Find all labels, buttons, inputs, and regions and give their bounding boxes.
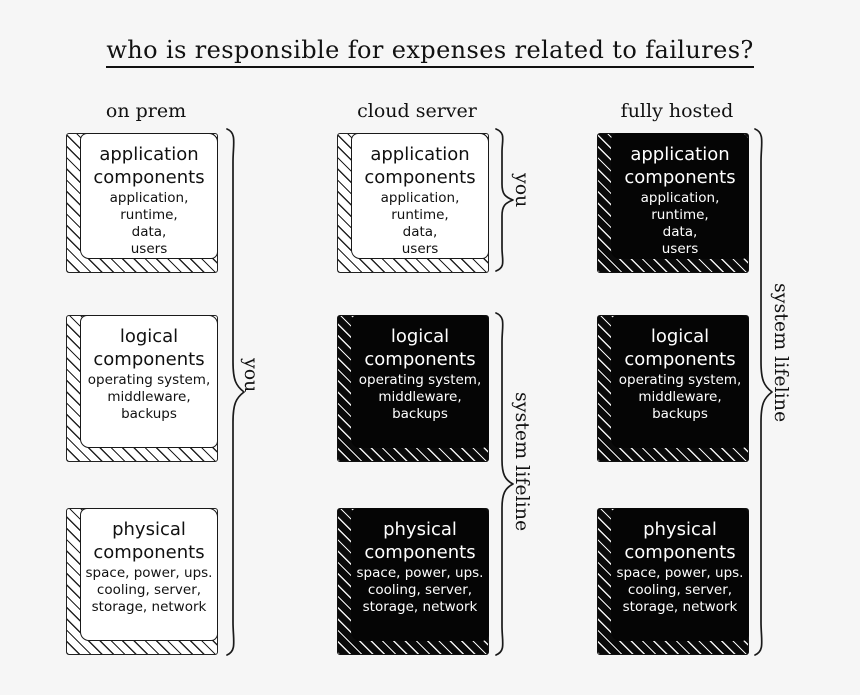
box-title-line2: components <box>93 167 205 188</box>
box-title-line1: logical <box>650 326 710 347</box>
label-on-prem-you: you <box>240 358 262 393</box>
brace-cloud-server-system-lifeline <box>489 310 517 658</box>
box-face: application components application, runt… <box>351 133 489 259</box>
label-fully-hosted-system-lifeline: system lifeline <box>770 283 792 423</box>
box-detail: application, runtime, data, users <box>380 190 460 257</box>
box-cloud-server-application[interactable]: application components application, runt… <box>337 133 489 273</box>
box-detail: operating system, middleware, backups <box>358 372 482 422</box>
box-title-line2: components <box>364 167 476 188</box>
box-detail: space, power, ups. cooling, server, stor… <box>85 565 213 615</box>
box-on-prem-application[interactable]: application components application, runt… <box>66 133 218 273</box>
box-detail: application, runtime, data, users <box>109 190 189 257</box>
box-face: logical components operating system, mid… <box>80 315 218 448</box>
brace-fully-hosted-system-lifeline <box>748 126 776 658</box>
box-detail: space, power, ups. cooling, server, stor… <box>616 565 744 615</box>
box-detail: operating system, middleware, backups <box>618 372 742 422</box>
box-title-line1: physical <box>383 519 457 540</box>
page-title: who is responsible for expenses related … <box>0 36 860 68</box>
box-title-line2: components <box>624 167 736 188</box>
box-title-line2: components <box>93 349 205 370</box>
box-on-prem-logical[interactable]: logical components operating system, mid… <box>66 315 218 462</box>
box-face: physical components space, power, ups. c… <box>611 508 749 641</box>
box-title-line1: application <box>630 144 730 165</box>
column-header-fully-hosted: fully hosted <box>620 100 734 122</box>
box-detail: space, power, ups. cooling, server, stor… <box>356 565 484 615</box>
box-title-line1: physical <box>643 519 717 540</box>
box-title-line2: components <box>364 349 476 370</box>
box-fully-hosted-logical[interactable]: logical components operating system, mid… <box>597 315 749 462</box>
box-title-line2: components <box>624 542 736 563</box>
box-face: application components application, runt… <box>80 133 218 259</box>
box-title-line2: components <box>364 542 476 563</box>
brace-on-prem-you <box>220 126 248 658</box>
box-face: physical components space, power, ups. c… <box>80 508 218 641</box>
box-detail: application, runtime, data, users <box>640 190 720 257</box>
brace-cloud-server-you <box>489 126 517 274</box>
box-title-line1: logical <box>119 326 179 347</box>
box-title-line1: logical <box>390 326 450 347</box>
box-cloud-server-physical[interactable]: physical components space, power, ups. c… <box>337 508 489 655</box>
box-title-line1: physical <box>112 519 186 540</box>
label-cloud-server-system-lifeline: system lifeline <box>511 392 533 532</box>
page-title-text: who is responsible for expenses related … <box>106 36 754 68</box>
column-header-cloud-server: cloud server <box>357 100 477 122</box>
box-title-line1: application <box>370 144 470 165</box>
column-header-on-prem: on prem <box>105 100 187 122</box>
box-face: application components application, runt… <box>611 133 749 259</box>
label-cloud-server-you: you <box>511 173 533 208</box>
box-on-prem-physical[interactable]: physical components space, power, ups. c… <box>66 508 218 655</box>
box-face: logical components operating system, mid… <box>611 315 749 448</box>
box-cloud-server-logical[interactable]: logical components operating system, mid… <box>337 315 489 462</box>
box-detail: operating system, middleware, backups <box>87 372 211 422</box>
box-title-line2: components <box>93 542 205 563</box>
box-fully-hosted-physical[interactable]: physical components space, power, ups. c… <box>597 508 749 655</box>
box-title-line2: components <box>624 349 736 370</box>
box-face: logical components operating system, mid… <box>351 315 489 448</box>
box-title-line1: application <box>99 144 199 165</box>
box-fully-hosted-application[interactable]: application components application, runt… <box>597 133 749 273</box>
box-face: physical components space, power, ups. c… <box>351 508 489 641</box>
